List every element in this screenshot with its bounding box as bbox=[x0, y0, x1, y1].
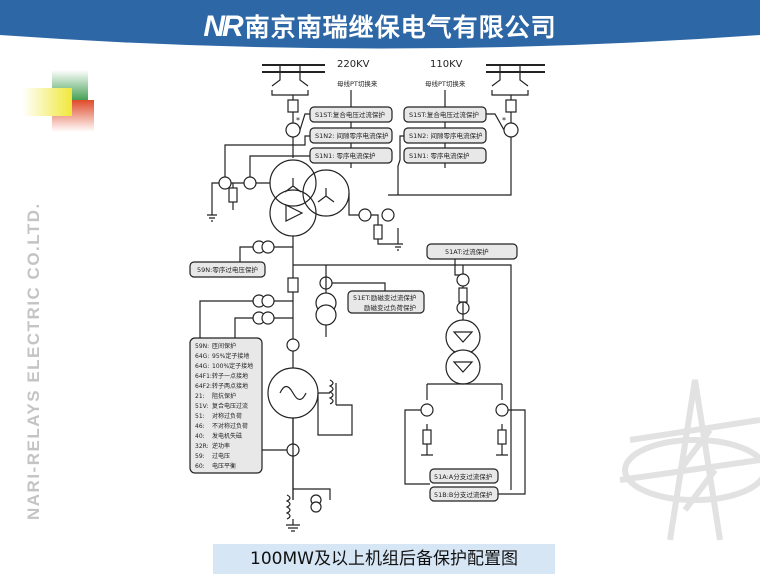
tower-watermark bbox=[619, 379, 760, 541]
box-51at: 51AT:过流保护 bbox=[445, 247, 489, 256]
gen-protection-code: 51: bbox=[195, 413, 205, 420]
header-banner bbox=[0, 0, 760, 49]
box-51et-line1: 51ET:励磁变过流保护 bbox=[353, 293, 416, 302]
gen-protection-name: 阻抗保护 bbox=[212, 392, 236, 400]
polarity-mark: * bbox=[296, 116, 300, 125]
box-51a: 51A:A分支过流保护 bbox=[434, 472, 492, 481]
gen-protection-code: 64F1: bbox=[195, 373, 212, 380]
gen-protection-name: 匝间保护 bbox=[212, 342, 236, 350]
gen-protection-name: 逆功率 bbox=[212, 442, 230, 450]
gen-protection-name: 转子两点接地 bbox=[212, 382, 248, 390]
gen-protection-code: 64F2: bbox=[195, 383, 212, 390]
gen-protection-name: 对称过负荷 bbox=[212, 412, 242, 420]
gen-protection-code: 32R: bbox=[195, 443, 209, 450]
pt-label-right: 母线PT切换来 bbox=[425, 79, 466, 88]
label-110kv: 110KV bbox=[430, 59, 463, 70]
pt-label-left: 母线PT切换来 bbox=[337, 79, 378, 88]
diagram-caption: 100MW及以上机组后备保护配置图 bbox=[213, 544, 555, 574]
gen-protection-name: 发电机失磁 bbox=[212, 432, 242, 440]
company-logo: NR bbox=[203, 10, 243, 43]
box-left-51n2: S1N2: 间隙零序电流保护 bbox=[315, 131, 389, 140]
gen-protection-code: 51V: bbox=[195, 403, 208, 410]
bus-110kv bbox=[486, 64, 545, 100]
gen-protection-code: 59: bbox=[195, 453, 205, 460]
gen-protection-code: 21: bbox=[195, 393, 205, 400]
box-left-51n1: S1N1: 零序电流保护 bbox=[315, 151, 376, 160]
gen-protection-code: 59N: bbox=[195, 343, 209, 350]
box-left-51st: S1ST:复合电压过流保护 bbox=[315, 110, 385, 119]
gen-protection-code: 46: bbox=[195, 423, 205, 430]
gen-protection-code: 40: bbox=[195, 433, 205, 440]
company-name: 南京南瑞继保电气有限公司 bbox=[244, 13, 557, 42]
polarity-mark: * bbox=[502, 116, 506, 125]
gen-protection-name: 95%定子接地 bbox=[212, 352, 249, 360]
box-right-51n1: S1N1: 零序电流保护 bbox=[409, 151, 470, 160]
box-59n-overvoltage: 59N:零序过电压保护 bbox=[197, 265, 258, 274]
gen-protection-code: 60: bbox=[195, 463, 205, 470]
aux-transformer bbox=[445, 319, 481, 385]
gen-protection-code: 64G: bbox=[195, 363, 209, 370]
corner-decoration bbox=[22, 70, 94, 132]
gen-protection-name: 电压平衡 bbox=[212, 462, 236, 470]
box-right-51n2: S1N2: 间隙零序电流保护 bbox=[409, 131, 483, 140]
gen-protection-name: 转子一点接地 bbox=[212, 372, 248, 380]
gen-protection-name: 100%定子接地 bbox=[212, 362, 253, 370]
gen-protection-name: 过电压 bbox=[212, 452, 230, 460]
bus-220kv bbox=[262, 64, 325, 100]
gen-protection-name: 不对称过负荷 bbox=[212, 422, 248, 430]
gen-protection-name: 复合电压过流 bbox=[212, 402, 248, 410]
box-51et-line2: 励磁变过负荷保护 bbox=[364, 303, 416, 312]
gen-protection-code: 64G: bbox=[195, 353, 209, 360]
box-right-51st: S1ST:复合电压过流保护 bbox=[409, 110, 479, 119]
label-220kv: 220KV bbox=[337, 59, 370, 70]
generator bbox=[267, 367, 319, 419]
main-transformer bbox=[269, 159, 350, 237]
box-51b: 51B:B分支过流保护 bbox=[434, 490, 492, 499]
